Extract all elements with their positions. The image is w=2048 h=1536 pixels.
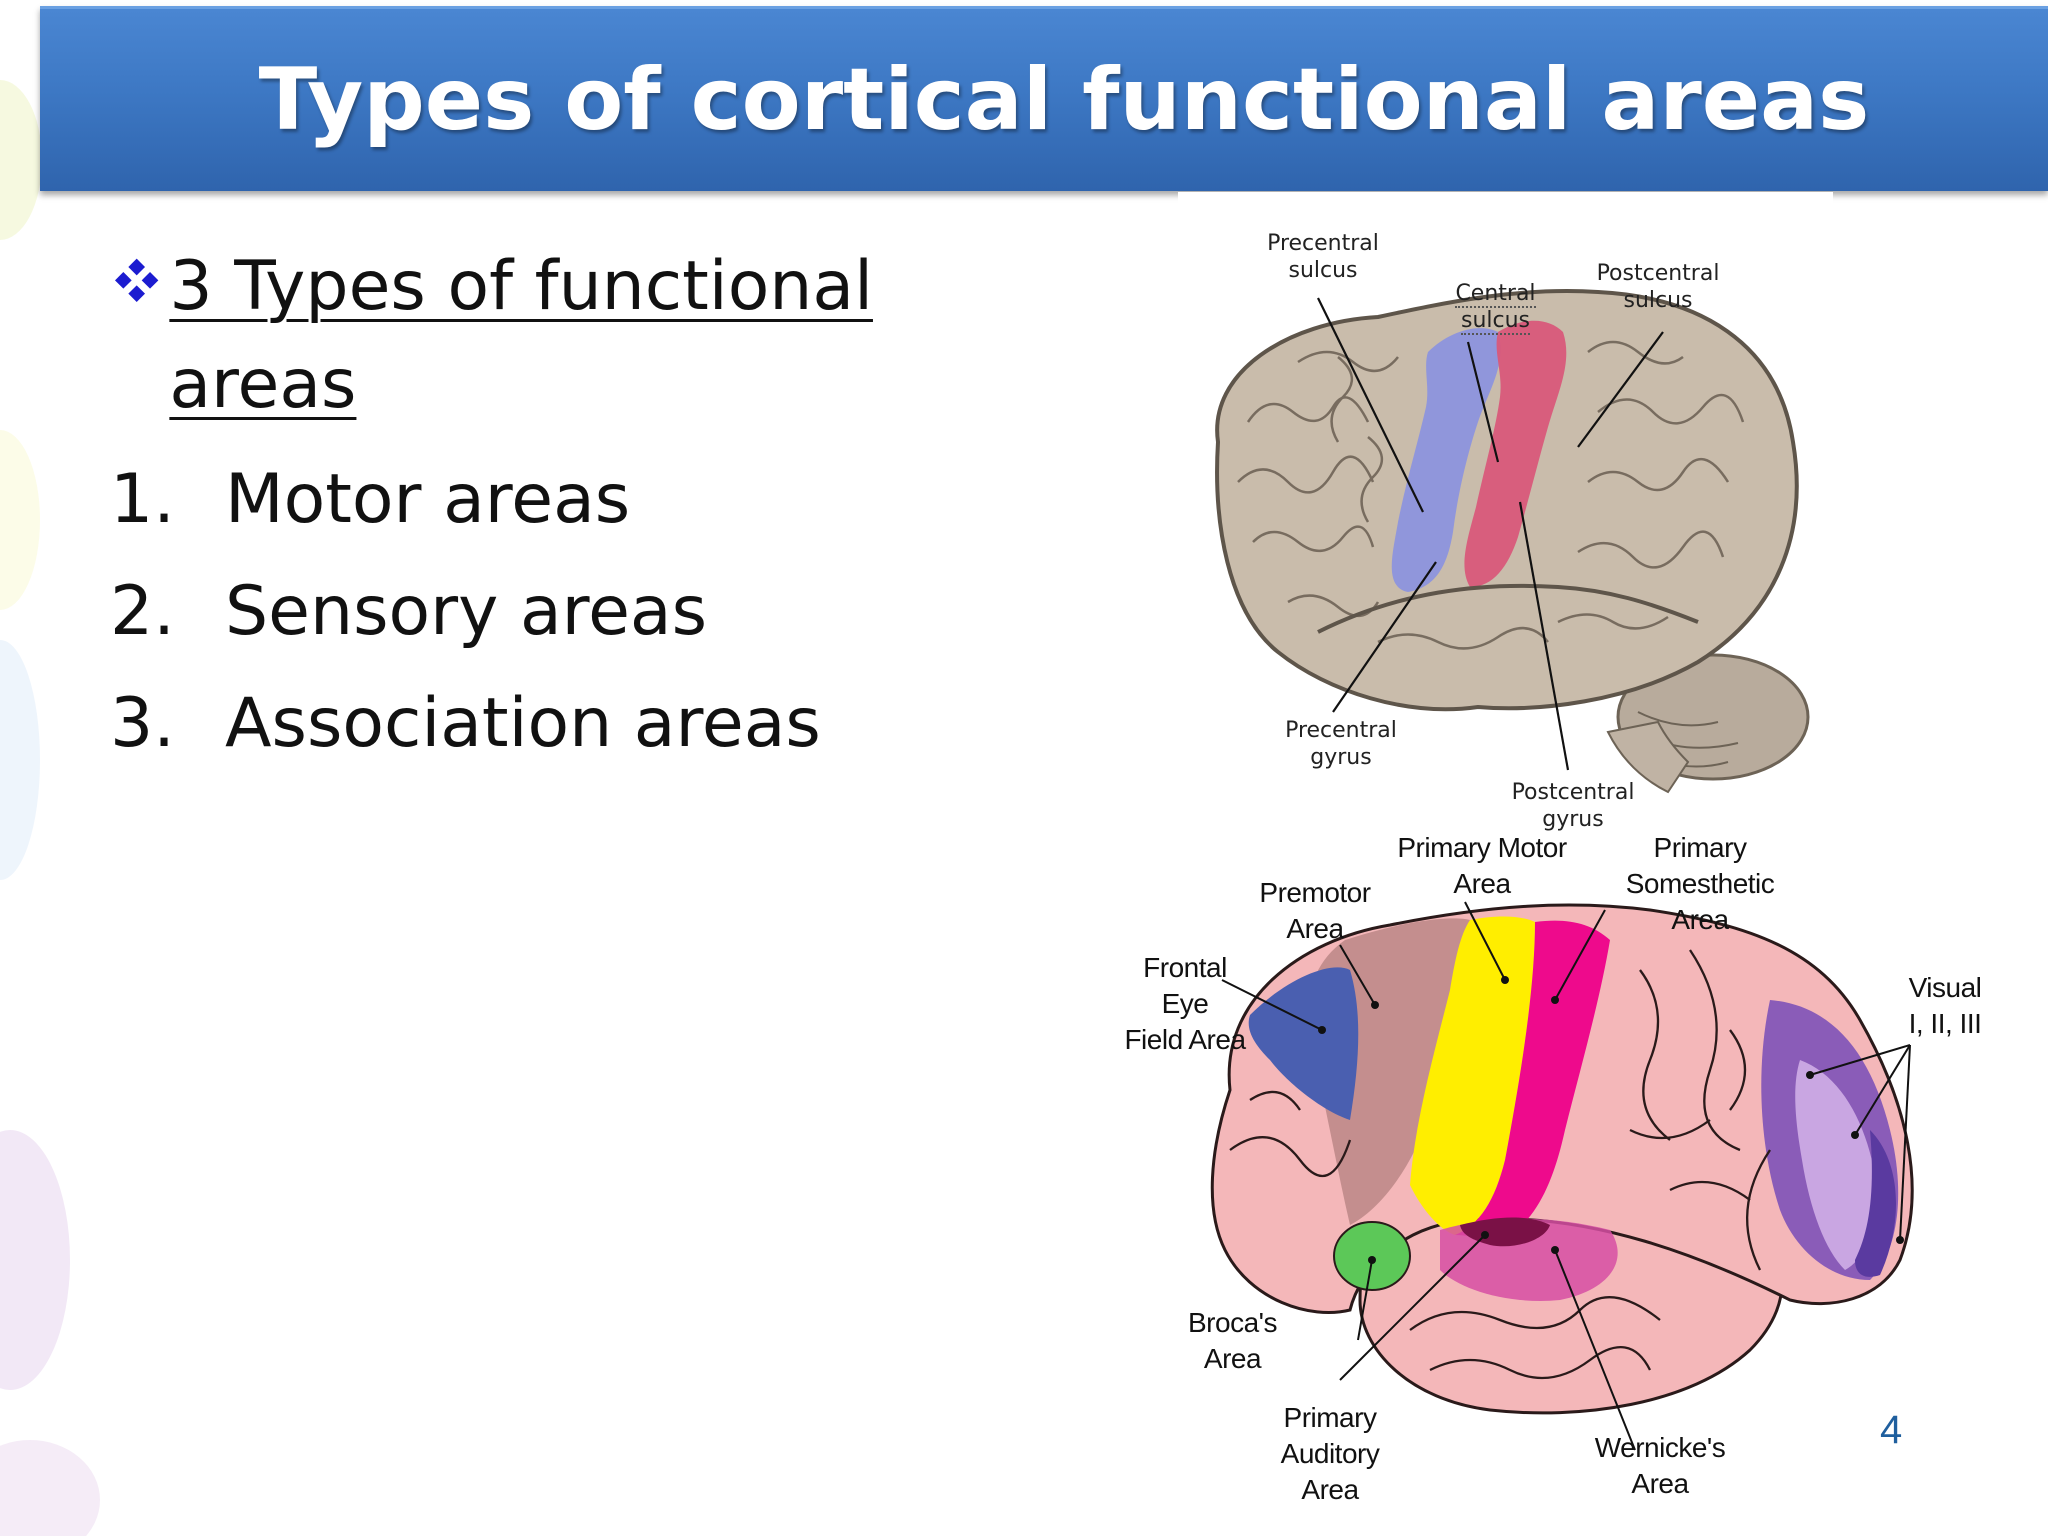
label-precentral-gyrus: Precentral gyrus (1285, 718, 1397, 770)
label-wernickes-area: Wernicke's Area (1594, 1432, 1726, 1499)
list-number: 1. (110, 460, 175, 539)
label-precentral-sulcus: Precentral sulcus (1267, 231, 1379, 283)
functional-areas-diagram: Primary Motor Area Primary Somesthetic A… (1110, 830, 2010, 1520)
brain-photo-illustration (1215, 289, 1810, 794)
label-visual-areas: Visual I, II, III (1908, 972, 1982, 1039)
bullet-heading: 3 Types of functional areas (110, 238, 930, 434)
label-primary-motor-area: Primary Motor Area (1397, 832, 1567, 899)
label-postcentral-gyrus: Postcentral gyrus (1511, 780, 1635, 832)
brain-diagram-illustration (1210, 901, 1914, 1451)
list-number: 2. (110, 572, 175, 651)
label-premotor-area: Premotor Area (1259, 877, 1371, 944)
slide-title: Types of cortical functional areas (258, 50, 1870, 150)
list-item: 3. Association areas (110, 668, 930, 780)
list-number: 3. (110, 684, 175, 763)
label-primary-somesthetic-area: Primary Somesthetic Area (1625, 832, 1775, 935)
title-bar: Types of cortical functional areas (40, 6, 2048, 191)
label-primary-auditory-area: Primary Auditory Area (1280, 1402, 1380, 1505)
heading-text: 3 Types of functional areas (169, 247, 873, 424)
list-text: Association areas (225, 684, 821, 763)
bullet-content: 3 Types of functional areas 1. Motor are… (110, 238, 930, 780)
label-postcentral-sulcus: Postcentral sulcus (1596, 261, 1720, 313)
numbered-list: 1. Motor areas 2. Sensory areas 3. Assoc… (110, 444, 930, 780)
list-item: 2. Sensory areas (110, 556, 930, 668)
label-frontal-eye-field-area: Frontal Eye Field Area (1124, 952, 1246, 1055)
list-text: Motor areas (225, 460, 631, 539)
label-brocas-area: Broca's Area (1188, 1307, 1278, 1374)
diamond-bullet-icon (115, 258, 159, 303)
page-number: 4 (1880, 1408, 1903, 1452)
list-item: 1. Motor areas (110, 444, 930, 556)
list-text: Sensory areas (225, 572, 708, 651)
